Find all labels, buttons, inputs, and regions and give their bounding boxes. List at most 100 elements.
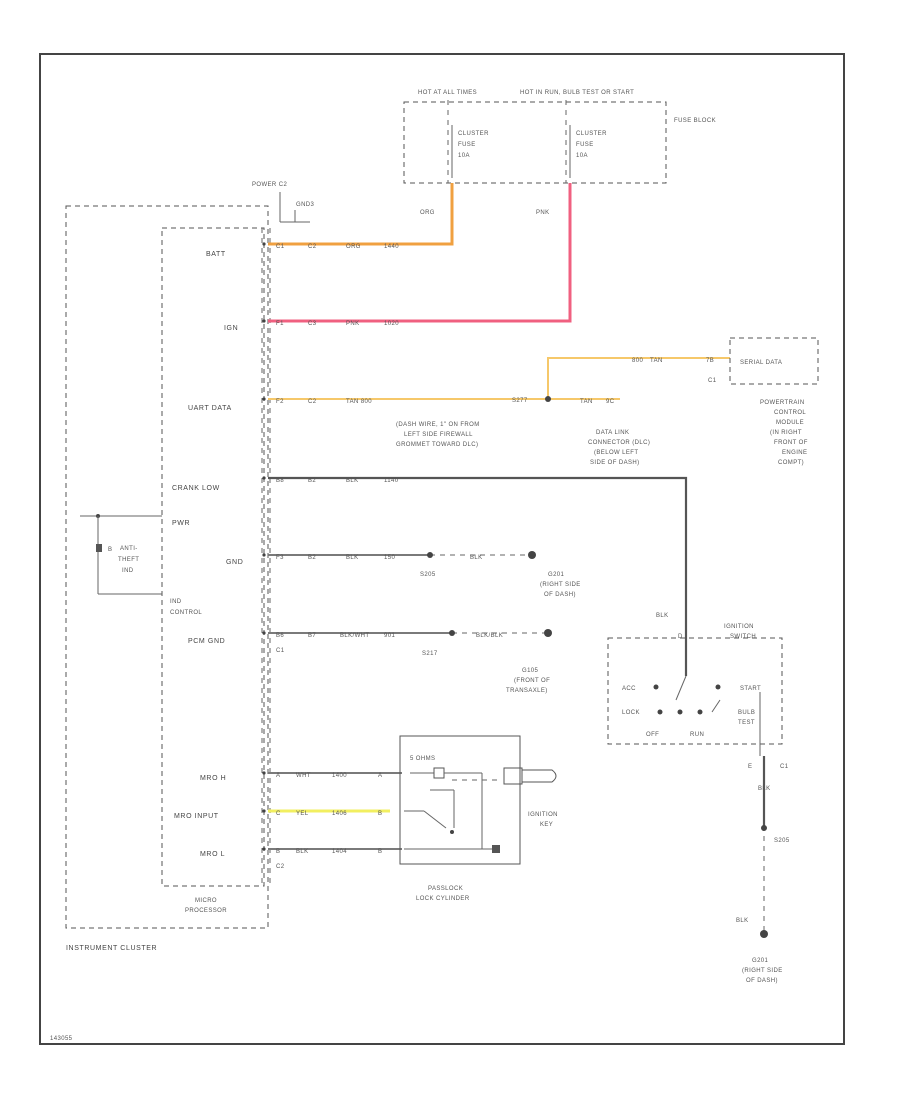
ign-switch-pin: D <box>678 634 683 640</box>
svg-text:B8: B8 <box>276 478 284 484</box>
cluster-fuse-1: CLUSTER FUSE 10A <box>451 125 489 178</box>
ground-g201b-desc: G201 (RIGHT SIDE OF DASH) <box>742 958 783 984</box>
svg-text:PNK: PNK <box>346 321 360 327</box>
fuse-block-label: FUSE BLOCK <box>674 118 716 124</box>
svg-text:B7: B7 <box>308 633 316 639</box>
micro-processor-box <box>161 227 265 887</box>
wire-uart-tan <box>268 357 730 400</box>
svg-text:(IN RIGHT: (IN RIGHT <box>770 430 802 436</box>
cluster-fuse-2: CLUSTER FUSE 10A <box>569 125 607 178</box>
svg-text:LEFT SIDE FIREWALL: LEFT SIDE FIREWALL <box>404 432 473 438</box>
svg-text:IGNITION: IGNITION <box>724 624 754 630</box>
ground-g201-desc: G201 (RIGHT SIDE OF DASH) <box>540 572 580 598</box>
pin-mro-l: MRO L <box>200 851 225 858</box>
pin-pcm-gnd: PCM GND <box>188 638 225 645</box>
svg-text:GROMMET TOWARD DLC): GROMMET TOWARD DLC) <box>396 442 478 448</box>
hot-label-2: HOT IN RUN, BULB TEST OR START <box>520 90 634 96</box>
wire-ign-pink <box>268 183 572 323</box>
svg-text:FUSE: FUSE <box>576 142 594 148</box>
svg-text:BLK: BLK <box>470 555 483 561</box>
pin-ign: IGN <box>224 325 238 332</box>
svg-text:B: B <box>276 849 280 855</box>
svg-text:OF DASH): OF DASH) <box>544 592 576 598</box>
anti-theft-lamp <box>96 544 102 552</box>
svg-text:1400: 1400 <box>332 773 347 779</box>
svg-text:901: 901 <box>384 633 395 639</box>
svg-text:C1: C1 <box>276 244 285 250</box>
lock-cylinder-ohms: 5 OHMS <box>410 756 435 762</box>
svg-text:BLK/BLK: BLK/BLK <box>476 633 503 639</box>
svg-text:G105: G105 <box>522 668 539 674</box>
ign-acc: ACC <box>622 686 636 692</box>
svg-text:BLK: BLK <box>346 478 359 484</box>
splice-s277-label: S277 <box>512 398 528 404</box>
svg-text:CLUSTER: CLUSTER <box>458 131 489 137</box>
pin-crank: CRANK LOW <box>172 485 220 492</box>
svg-text:ENGINE: ENGINE <box>782 450 807 456</box>
dlc-description: DATA LINK CONNECTOR (DLC) (BELOW LEFT SI… <box>588 430 650 466</box>
ground-g105-desc: G105 (FRONT OF TRANSAXLE) <box>506 668 550 694</box>
wire-pink-label: PNK <box>536 210 550 216</box>
svg-text:POWERTRAIN: POWERTRAIN <box>760 400 805 406</box>
svg-text:ORG: ORG <box>346 244 361 250</box>
pin-batt: BATT <box>206 251 226 258</box>
svg-text:DATA LINK: DATA LINK <box>596 430 629 436</box>
svg-text:C2: C2 <box>308 244 317 250</box>
splice-s217-label: S217 <box>422 651 438 657</box>
svg-text:SIDE OF DASH): SIDE OF DASH) <box>590 460 640 466</box>
splice-s217 <box>449 630 455 636</box>
svg-text:TAN 800: TAN 800 <box>346 399 372 405</box>
processor-label-2: PROCESSOR <box>185 908 227 914</box>
svg-text:TAN: TAN <box>580 399 593 405</box>
svg-text:TAN: TAN <box>650 358 663 364</box>
svg-text:BLK: BLK <box>346 555 359 561</box>
svg-text:1406: 1406 <box>332 811 347 817</box>
svg-text:YEL: YEL <box>296 811 309 817</box>
svg-text:10A: 10A <box>576 153 588 159</box>
lower-splice-label: S205 <box>774 838 790 844</box>
ign-off: OFF <box>646 732 659 738</box>
svg-text:150: 150 <box>384 555 395 561</box>
processor-label-1: MICRO <box>195 898 217 904</box>
pin-pwr: PWR <box>172 520 190 527</box>
svg-text:(RIGHT SIDE: (RIGHT SIDE <box>742 968 783 974</box>
splice-s277-description: (DASH WIRE, 1" ON FROM LEFT SIDE FIREWAL… <box>396 422 479 448</box>
svg-text:IGNITION: IGNITION <box>528 812 558 818</box>
svg-text:WHT: WHT <box>296 773 311 779</box>
ign-lock: LOCK <box>622 710 640 716</box>
svg-text:OF DASH): OF DASH) <box>746 978 778 984</box>
ground-g201b-dot <box>760 930 768 938</box>
pcm-box-label: SERIAL DATA <box>740 360 782 366</box>
svg-text:1440: 1440 <box>384 244 399 250</box>
c1-left-label: C1 <box>276 648 285 654</box>
svg-text:F3: F3 <box>276 555 284 561</box>
svg-text:THEFT: THEFT <box>118 557 139 563</box>
pin-mro-h: MRO H <box>200 775 226 782</box>
passlock-lock-cylinder: 5 OHMS IGNITION KEY PASSLOCK LOCK CYLIND… <box>399 735 558 902</box>
svg-text:C1: C1 <box>780 764 789 770</box>
svg-text:CLUSTER: CLUSTER <box>576 131 607 137</box>
svg-text:C2: C2 <box>308 399 317 405</box>
ground-g105-dot <box>544 629 552 637</box>
svg-text:BLK: BLK <box>296 849 309 855</box>
svg-text:B2: B2 <box>308 478 316 484</box>
svg-text:B: B <box>108 547 112 553</box>
svg-text:10A: 10A <box>458 153 470 159</box>
svg-text:1020: 1020 <box>384 321 399 327</box>
ignition-blk-label: BLK <box>656 613 669 619</box>
svg-text:F1: F1 <box>276 321 284 327</box>
svg-text:KEY: KEY <box>540 822 553 828</box>
svg-text:PASSLOCK: PASSLOCK <box>428 886 463 892</box>
ground-g201-dot <box>528 551 536 559</box>
svg-text:BLK: BLK <box>758 786 771 792</box>
hot-label-1: HOT AT ALL TIMES <box>418 90 477 96</box>
svg-text:A: A <box>378 773 382 779</box>
svg-text:IND: IND <box>122 568 134 574</box>
wire-orange-label: ORG <box>420 210 435 216</box>
svg-text:B: B <box>378 811 382 817</box>
svg-text:MODULE: MODULE <box>776 420 804 426</box>
pin-gnd: GND <box>226 559 243 566</box>
power-label: POWER C2 <box>252 182 287 188</box>
svg-text:C3: C3 <box>308 321 317 327</box>
splice-s205 <box>427 552 433 558</box>
